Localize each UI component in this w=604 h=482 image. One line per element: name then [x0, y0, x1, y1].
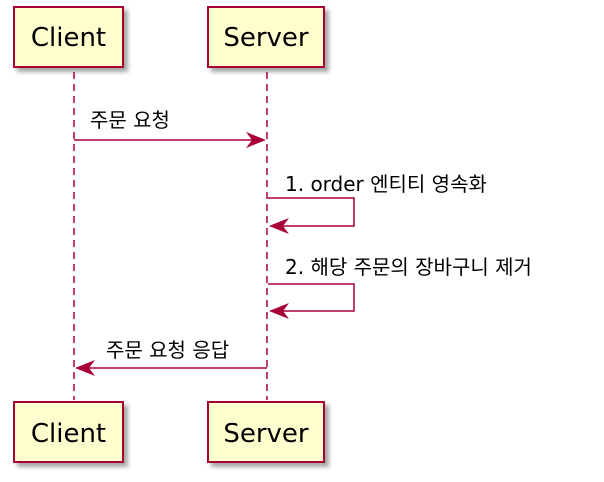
participant-client-bottom-label: Client: [31, 419, 106, 449]
participant-server-bottom-label: Server: [223, 419, 309, 449]
message-request-label: 주문 요청: [90, 108, 170, 132]
message-request: 주문 요청: [74, 108, 266, 148]
message-persist-order: 1. order 엔티티 영속화: [268, 172, 487, 234]
arrowhead: [75, 360, 95, 376]
arrowhead: [246, 132, 266, 148]
message-persist-order-label: 1. order 엔티티 영속화: [285, 172, 487, 196]
participant-client-top: Client: [13, 6, 124, 68]
participant-server-top-label: Server: [223, 23, 309, 53]
participant-client-top-label: Client: [31, 23, 106, 53]
message-remove-cart: 2. 해당 주문의 장바구니 제거: [268, 255, 532, 319]
arrowhead: [269, 303, 289, 319]
message-response-label: 주문 요청 응답: [106, 338, 229, 362]
participant-client-bottom: Client: [13, 401, 124, 463]
participant-server-bottom: Server: [207, 401, 325, 463]
message-response: 주문 요청 응답: [75, 338, 267, 376]
arrowhead: [269, 218, 289, 234]
message-remove-cart-label: 2. 해당 주문의 장바구니 제거: [285, 255, 532, 279]
participant-server-top: Server: [207, 6, 325, 68]
